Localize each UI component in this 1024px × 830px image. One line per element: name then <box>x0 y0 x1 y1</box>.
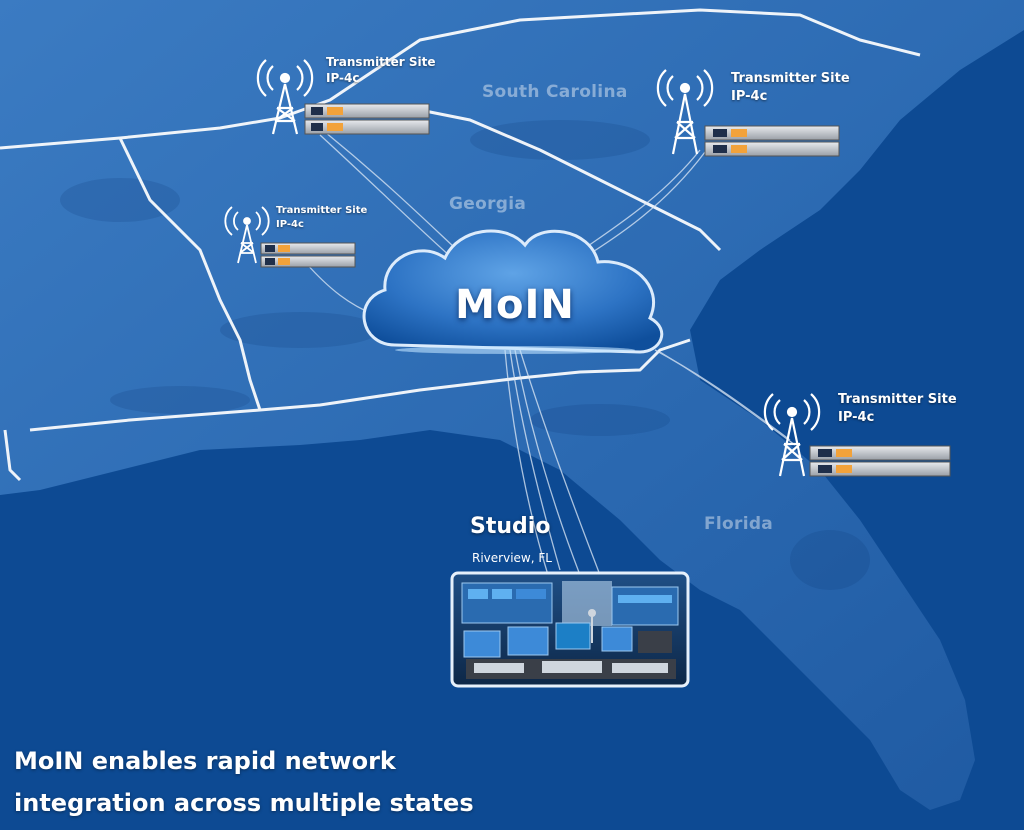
ip4c-rack-icon <box>809 445 951 477</box>
ip4c-rack-icon <box>304 103 430 135</box>
site-label-2: Transmitter Site IP-4c <box>731 70 850 105</box>
site-label-3: Transmitter Site IP-4c <box>276 204 367 231</box>
ip4c-rack-icon <box>260 242 356 268</box>
tagline-line-2: integration across multiple states <box>14 789 474 817</box>
network-name: MoIN <box>455 282 575 328</box>
state-borders <box>0 8 921 482</box>
state-label-florida: Florida <box>704 514 774 534</box>
site-label-title: Transmitter Site <box>731 71 850 86</box>
site-label-title: Transmitter Site <box>326 55 436 69</box>
site-label-1: Transmitter Site IP-4c <box>326 54 436 86</box>
land-mass <box>0 0 1024 810</box>
site-label-title: Transmitter Site <box>838 392 957 407</box>
tagline-line-1: MoIN enables rapid network <box>14 747 396 775</box>
site-label-model: IP-4c <box>731 88 768 104</box>
state-label-south-carolina: South Carolina <box>482 82 628 102</box>
radio-tower-icon <box>224 206 270 264</box>
transmitter-site-3 <box>224 206 356 268</box>
site-label-4: Transmitter Site IP-4c <box>838 391 957 426</box>
moin-cloud <box>362 229 664 354</box>
tagline: MoIN enables rapid network integration a… <box>14 740 474 824</box>
site-label-model: IP-4c <box>326 71 360 86</box>
state-label-georgia: Georgia <box>449 194 527 214</box>
transmitter-site-1 <box>256 59 430 135</box>
radio-tower-icon <box>256 59 314 135</box>
radio-tower-icon <box>656 69 714 155</box>
studio-title: Studio <box>470 514 551 539</box>
site-label-title: Transmitter Site <box>276 205 368 216</box>
radio-tower-icon <box>763 393 821 477</box>
transmitter-site-2 <box>656 69 840 157</box>
site-label-model: IP-4c <box>838 409 875 425</box>
studio-location: Riverview, FL <box>472 551 552 565</box>
ip4c-rack-icon <box>704 125 840 157</box>
site-label-model: IP-4c <box>276 218 304 230</box>
transmitter-site-4 <box>763 393 951 477</box>
studio-image <box>450 571 690 688</box>
